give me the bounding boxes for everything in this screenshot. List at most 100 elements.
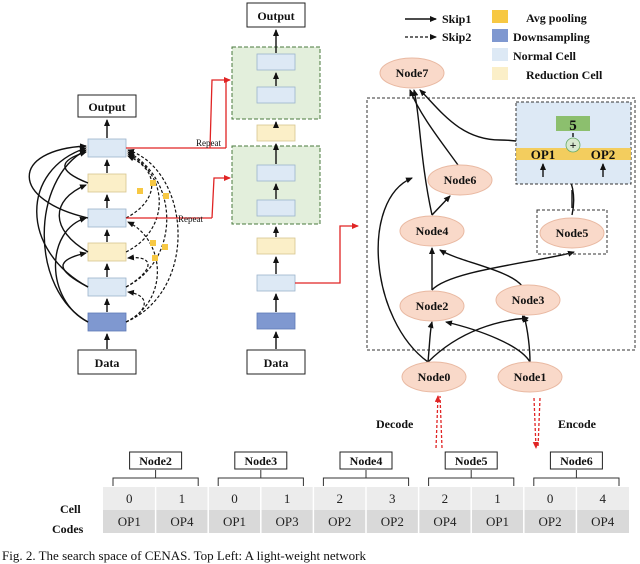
middle-output-box	[246, 2, 306, 28]
group-header-label: Node6	[560, 454, 593, 468]
middle-downsampling-cell	[256, 312, 296, 330]
figure-caption: Fig. 2. The search space of CENAS. Top L…	[2, 548, 366, 563]
inset-op1: OP1	[531, 147, 556, 162]
code-cell: 0	[231, 491, 238, 506]
inset-plus: +	[570, 138, 577, 152]
group-header-box	[129, 451, 183, 470]
left-data-label: Data	[95, 356, 120, 370]
group-header-label: Node3	[244, 454, 277, 468]
code-cell: 1	[284, 491, 291, 506]
middle-reduction-cell	[256, 124, 296, 142]
inset-op-band	[516, 148, 631, 160]
avg-pooling-marker	[152, 255, 158, 261]
middle-reduction-cell	[256, 237, 296, 255]
group-bracket	[112, 470, 199, 486]
middle-output-label: Output	[257, 9, 294, 23]
group-bracket	[322, 470, 410, 486]
node2-label: Node2	[416, 299, 449, 313]
middle-network: Output Data	[231, 2, 359, 375]
avg-pooling-marker	[163, 193, 169, 199]
left-normal-cell-1	[87, 138, 127, 158]
group-header-box	[234, 451, 288, 470]
left-reduction-cell-1	[87, 173, 127, 193]
middle-normal-cell	[256, 53, 296, 71]
inset-add-circle	[565, 137, 581, 153]
group-header-label: Node4	[350, 454, 383, 468]
node1-label: Node1	[514, 370, 547, 384]
middle-normal-cell	[256, 274, 296, 292]
code-cell: 1	[494, 491, 501, 506]
op-cell: OP1	[486, 514, 509, 529]
op-cell: OP2	[381, 514, 404, 529]
node5-ellipse	[539, 217, 605, 249]
legend-downsampling-swatch	[492, 29, 508, 42]
group-bracket	[217, 470, 304, 486]
node0-ellipse	[401, 361, 467, 393]
avg-pooling-marker	[150, 180, 156, 186]
code-cell: 2	[336, 491, 343, 506]
op-cell: OP4	[170, 514, 194, 529]
group-header-label: Node5	[455, 454, 488, 468]
left-network: Output Data	[28, 94, 179, 375]
left-downsampling-cell	[87, 312, 127, 332]
code-cell: 1	[179, 491, 186, 506]
avg-pooling-marker	[137, 188, 143, 194]
op-inset: 5 + OP1 OP2	[515, 101, 632, 185]
decode-label: Decode	[376, 417, 414, 431]
code-cell: 0	[126, 491, 133, 506]
group-header-label: Node2	[139, 454, 172, 468]
node2-ellipse	[399, 290, 465, 322]
left-normal-cell-2	[87, 208, 127, 228]
repeat-label-1: Repeat	[196, 138, 221, 148]
node3-label: Node3	[512, 293, 545, 307]
node6-label: Node6	[444, 173, 477, 187]
op-cell: OP2	[328, 514, 351, 529]
inset-green-block	[556, 116, 590, 131]
inset-five: 5	[569, 118, 577, 134]
legend-reduction-cell-swatch	[492, 67, 508, 80]
node4-label: Node4	[416, 224, 449, 238]
op-cell: OP4	[433, 514, 457, 529]
op-cell: OP1	[223, 514, 246, 529]
code-cell: 3	[389, 491, 396, 506]
node5-label: Node5	[556, 226, 589, 240]
group-bracket	[428, 470, 515, 486]
cell-codes-label-line1: Cell	[60, 502, 81, 516]
group-headers: Node2 Node3 Node4 Node5 Node6	[112, 451, 620, 486]
repeat-label-2: Repeat	[178, 214, 203, 224]
legend: Skip1 Skip2 Avg pooling Downsampling Nor…	[405, 10, 603, 82]
code-cell: 4	[599, 491, 606, 506]
legend-avg-pooling-swatch	[492, 10, 508, 23]
group-bracket	[533, 470, 620, 486]
inset-op2: OP2	[591, 147, 616, 162]
middle-data-box	[246, 349, 306, 375]
middle-normal-cell	[256, 164, 296, 182]
legend-avg-pooling-label: Avg pooling	[526, 11, 587, 25]
left-normal-cell-3	[87, 277, 127, 297]
node5-dashed-frame	[536, 209, 608, 255]
node1-ellipse	[497, 361, 563, 393]
node4-ellipse	[399, 215, 465, 247]
cell-graph: Node7 Node6 Node4 Node5 Node2 Node3 Node…	[366, 57, 636, 393]
node0-label: Node0	[418, 370, 451, 384]
left-data-box	[77, 349, 137, 375]
code-cell: 0	[547, 491, 554, 506]
legend-skip2-label: Skip2	[442, 30, 471, 44]
middle-normal-cell	[256, 86, 296, 104]
left-reduction-cell-2	[87, 242, 127, 262]
group-header-box	[339, 451, 393, 470]
cell-codes-label-line2: Codes	[52, 522, 84, 536]
cell-codes: Cell Codes Node2 Node3 Node4 Node5 Node6 0OP…	[52, 451, 629, 536]
op-cell: OP1	[118, 514, 141, 529]
op-cell: OP2	[539, 514, 562, 529]
avg-pooling-marker	[162, 244, 168, 250]
legend-reduction-cell-label: Reduction Cell	[526, 68, 603, 82]
legend-downsampling-label: Downsampling	[513, 30, 590, 44]
node6-ellipse	[427, 164, 493, 196]
legend-skip1-label: Skip1	[442, 12, 471, 26]
op-cell: OP4	[591, 514, 615, 529]
op-cell: OP3	[276, 514, 299, 529]
left-output-label: Output	[88, 100, 125, 114]
